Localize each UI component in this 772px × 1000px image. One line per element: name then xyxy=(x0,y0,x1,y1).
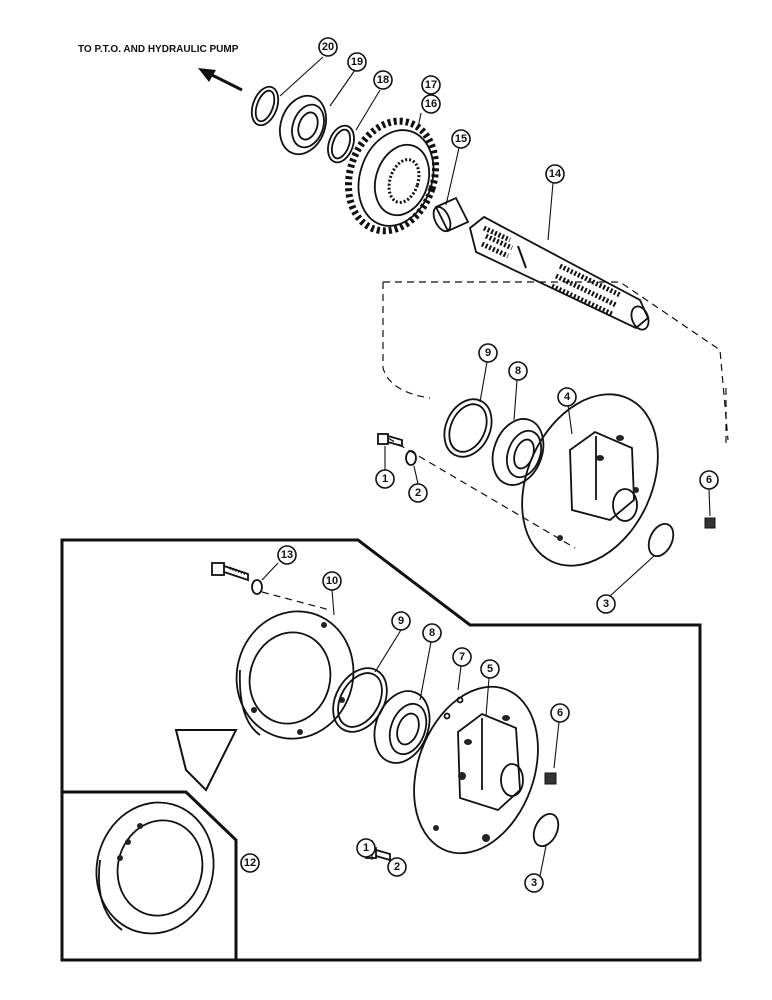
callout-8-upper: 8 xyxy=(508,361,528,381)
svg-text:10: 10 xyxy=(326,575,338,587)
svg-text:2: 2 xyxy=(394,861,400,873)
callout-12: 12 xyxy=(240,853,260,873)
svg-text:9: 9 xyxy=(398,615,404,627)
direction-label: TO P.T.O. AND HYDRAULIC PUMP xyxy=(78,44,239,55)
callout-16: 16 xyxy=(421,94,441,114)
callout-1-lower: 1 xyxy=(356,838,376,858)
bearing-19 xyxy=(279,94,327,156)
bolt-13 xyxy=(211,562,249,582)
inset-frame xyxy=(60,538,702,962)
callout-4: 4 xyxy=(557,387,577,407)
bolt-1-upper xyxy=(377,433,403,448)
svg-text:18: 18 xyxy=(377,74,389,86)
snap-ring-20 xyxy=(250,85,280,127)
lockwasher-2-upper xyxy=(405,450,417,466)
svg-text:6: 6 xyxy=(706,474,712,486)
svg-text:20: 20 xyxy=(322,41,334,53)
svg-text:1: 1 xyxy=(382,473,388,485)
callout-2-upper: 2 xyxy=(408,483,428,503)
callout-2-lower: 2 xyxy=(387,857,407,877)
nut-6-lower xyxy=(544,772,557,785)
svg-text:17: 17 xyxy=(425,79,437,91)
detail-inset-frame xyxy=(62,790,238,960)
callout-7: 7 xyxy=(452,647,472,667)
callout-18: 18 xyxy=(373,70,393,90)
callout-6-lower: 6 xyxy=(550,703,570,723)
assembly-group-outline xyxy=(382,281,729,441)
gear-16-17 xyxy=(344,117,440,235)
callout-20: 20 xyxy=(318,37,338,57)
callout-10: 10 xyxy=(322,571,342,591)
callout-17: 17 xyxy=(421,75,441,95)
svg-text:2: 2 xyxy=(415,487,421,499)
snap-ring-18 xyxy=(327,124,355,164)
pump-housing-4 xyxy=(521,393,659,567)
svg-text:8: 8 xyxy=(429,627,435,639)
leader-lines xyxy=(261,56,711,877)
bushing-15 xyxy=(432,196,470,233)
pump-housing-5 xyxy=(413,685,539,855)
callout-14: 14 xyxy=(545,164,565,184)
svg-text:6: 6 xyxy=(557,707,563,719)
svg-text:19: 19 xyxy=(351,56,363,68)
callout-15: 15 xyxy=(451,129,471,149)
svg-text:9: 9 xyxy=(485,347,491,359)
svg-text:1: 1 xyxy=(363,842,369,854)
svg-text:3: 3 xyxy=(603,598,609,610)
svg-text:7: 7 xyxy=(459,651,465,663)
direction-arrow-icon xyxy=(198,68,243,92)
svg-text:5: 5 xyxy=(487,663,493,675)
callout-5: 5 xyxy=(480,659,500,679)
seal-housing-10 xyxy=(235,610,355,740)
svg-text:13: 13 xyxy=(281,549,293,561)
callout-9-lower: 9 xyxy=(391,611,411,631)
snap-ring-3-upper xyxy=(647,523,675,557)
nut-6-upper xyxy=(704,517,716,529)
svg-text:4: 4 xyxy=(564,391,571,403)
svg-text:16: 16 xyxy=(425,98,437,110)
callout-3-upper: 3 xyxy=(596,594,616,614)
seal-detail-12 xyxy=(95,729,238,935)
callout-1-upper: 1 xyxy=(375,469,395,489)
callout-19: 19 xyxy=(347,52,367,72)
svg-text:8: 8 xyxy=(515,365,521,377)
callout-3-lower: 3 xyxy=(524,873,544,893)
snap-ring-3-lower xyxy=(532,813,560,847)
callout-8-lower: 8 xyxy=(422,623,442,643)
washer-13 xyxy=(251,579,263,595)
svg-text:3: 3 xyxy=(531,877,537,889)
bearing-8-upper xyxy=(491,418,545,486)
snap-ring-9-upper xyxy=(443,398,493,458)
snap-ring-9-lower xyxy=(332,667,388,733)
svg-text:12: 12 xyxy=(244,857,256,869)
callout-13: 13 xyxy=(277,545,297,565)
callout-6-upper: 6 xyxy=(699,470,719,490)
callout-9-upper: 9 xyxy=(478,343,498,363)
bearing-8-lower xyxy=(373,690,431,764)
svg-text:15: 15 xyxy=(455,133,467,145)
svg-text:14: 14 xyxy=(549,168,562,180)
shaft-14 xyxy=(468,215,650,331)
